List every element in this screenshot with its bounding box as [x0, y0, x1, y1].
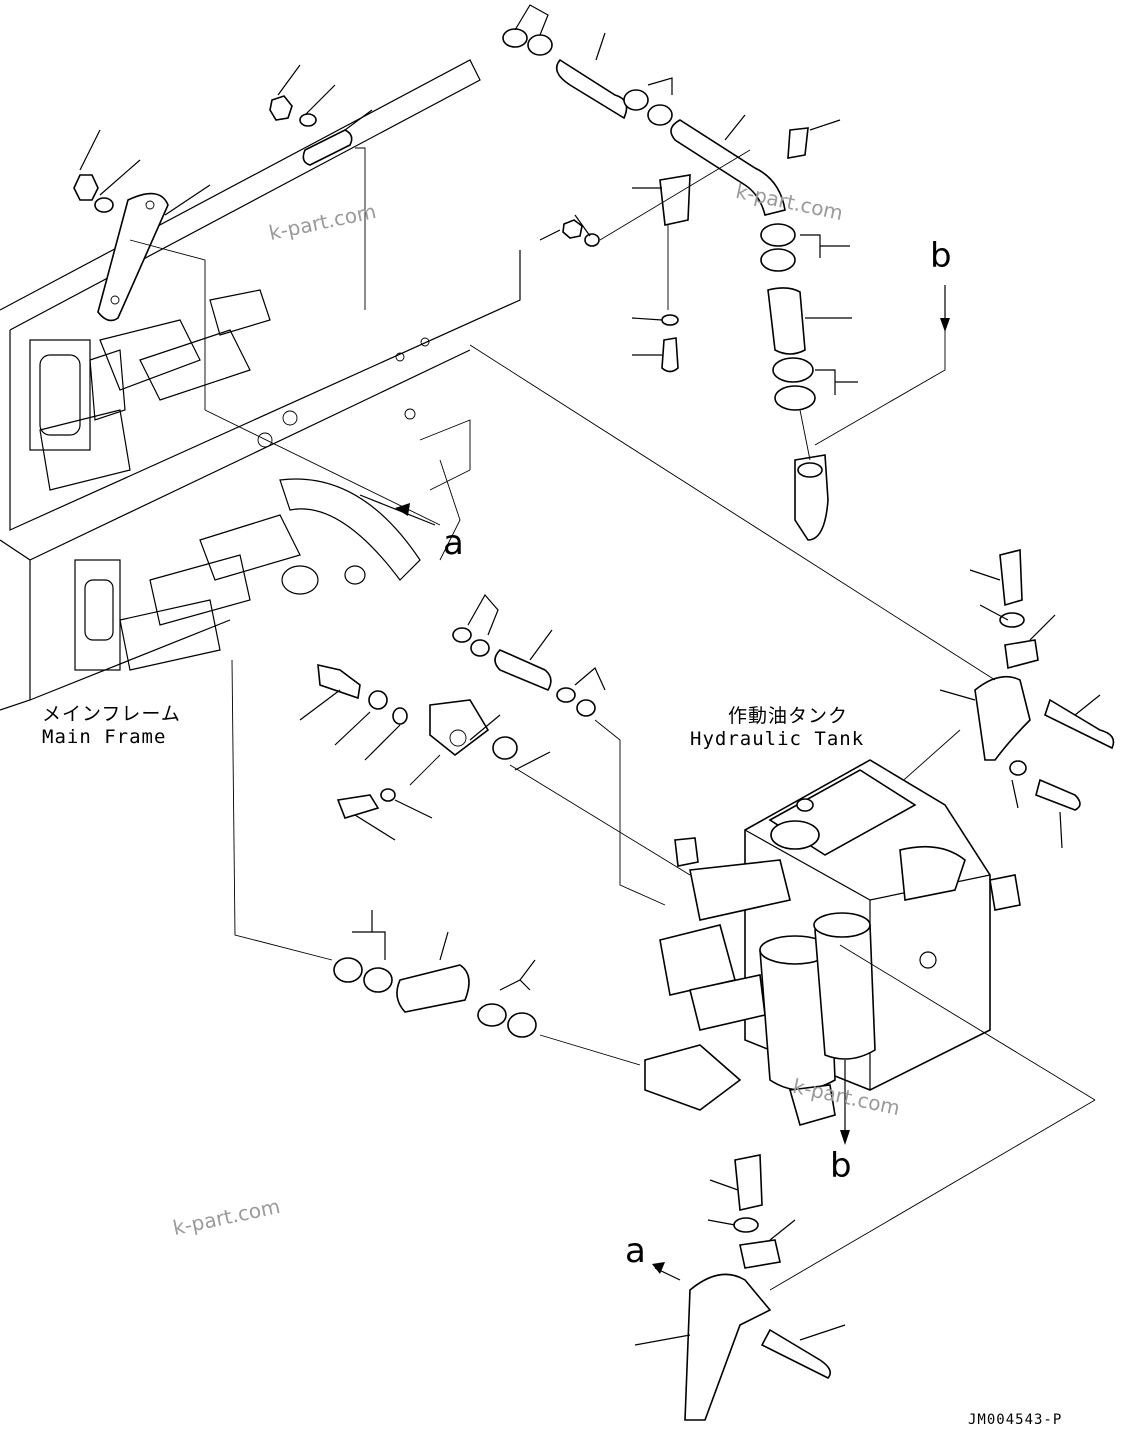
- ref-letter-a-upper: a: [443, 523, 465, 563]
- right-bracket-group: [469, 344, 1115, 849]
- main-frame-label-jp: メインフレーム: [42, 703, 181, 725]
- bottom-bracket-group: [204, 409, 846, 1421]
- hydraulic-tank-label-jp: 作動油タンク: [728, 705, 849, 727]
- hydraulic-tank-drawing: [644, 759, 1096, 1291]
- hydraulic-tank-label-en: Hydraulic Tank: [690, 728, 865, 750]
- main-frame-label-en: Main Frame: [42, 726, 167, 748]
- upper-hose-group: [502, 4, 950, 541]
- ref-letter-b-lower: b: [830, 1146, 853, 1186]
- ref-letter-b-upper: b: [930, 236, 953, 276]
- upper-left-bracket-group: [73, 64, 373, 410]
- middle-clamp-group: [299, 593, 691, 906]
- ref-letter-a-lower: a: [625, 1231, 647, 1271]
- lower-hose-group: [231, 659, 641, 1066]
- main-frame-drawing: [0, 59, 521, 711]
- drawing-code: JM004543-P: [968, 1412, 1063, 1428]
